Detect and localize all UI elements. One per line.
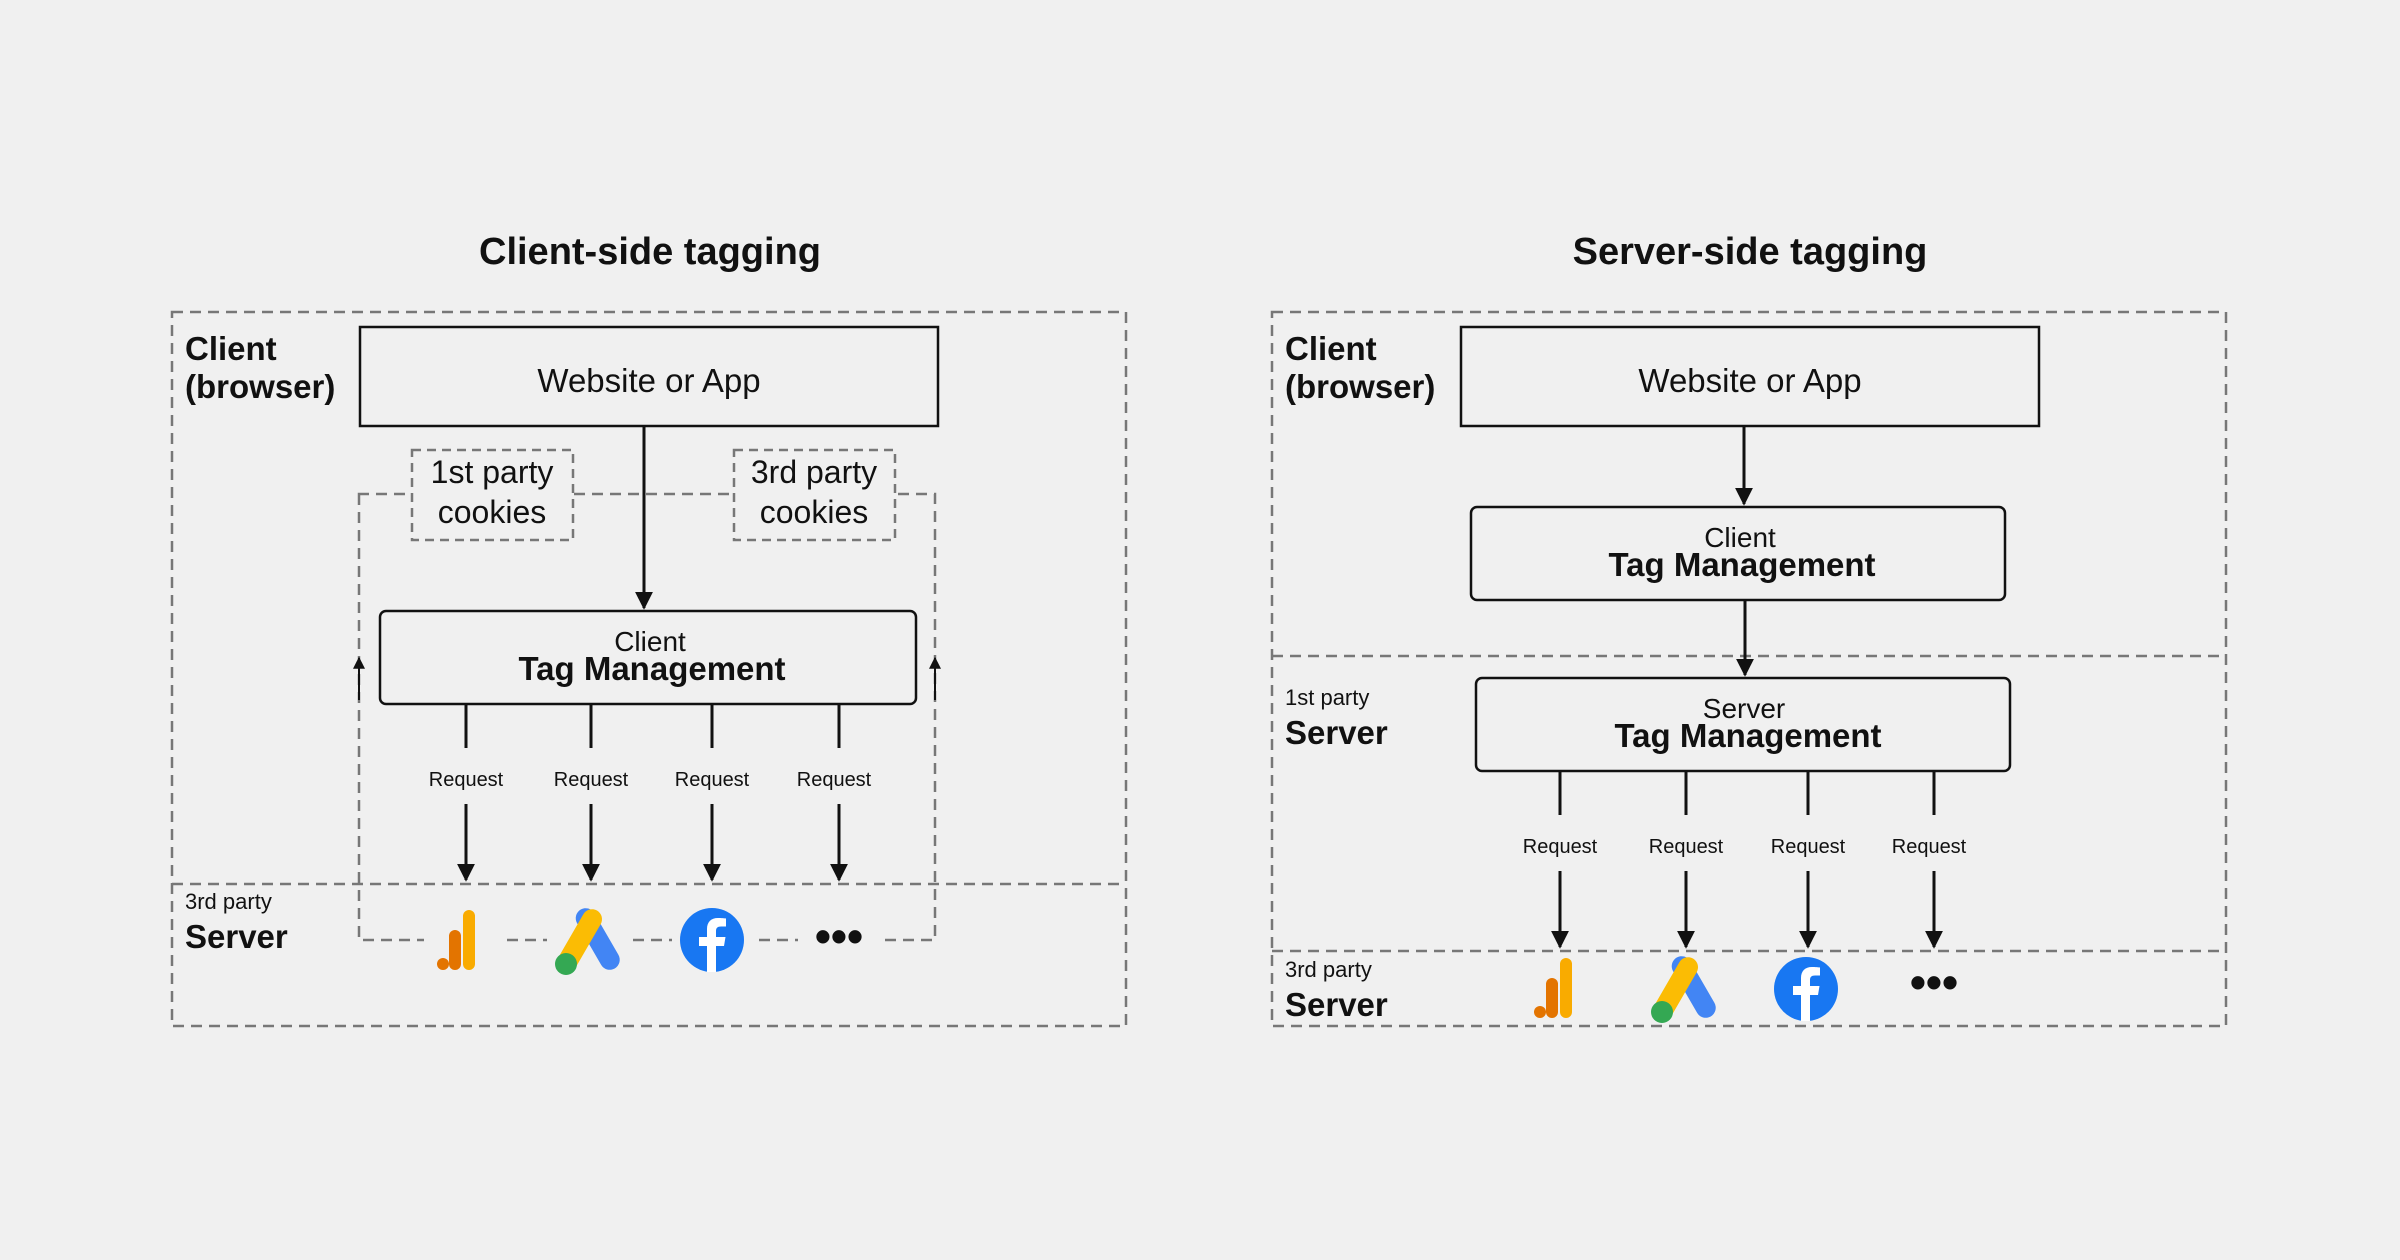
first-party-server-sub-label: 1st party: [1285, 685, 1369, 710]
request-label: Request: [797, 769, 872, 791]
ss-client-region-label-line2: (browser): [1285, 368, 1435, 405]
request-label: Request: [1649, 836, 1724, 858]
third-party-cookies-box: [732, 448, 897, 542]
ss-request-4: Request: [1892, 771, 1967, 949]
facebook-icon: [680, 908, 744, 972]
third-party-server-label: Server: [185, 918, 288, 955]
facebook-icon: [1774, 957, 1838, 1021]
first-party-server-label: Server: [1285, 714, 1388, 751]
request-label: Request: [429, 769, 504, 791]
client-tag-line1: Client: [614, 626, 686, 657]
client-website-label: Website or App: [537, 362, 760, 399]
ss-request-3: Request: [1771, 771, 1846, 949]
third-party-cookies-line1: 3rd party: [751, 454, 877, 490]
client-request-1: Request: [429, 704, 504, 882]
cookie-loop-path: [357, 492, 937, 942]
ss-client-region-label-line1: Client: [1285, 330, 1377, 367]
client-side-title: Client-side tagging: [479, 231, 821, 273]
ss-website-box: [1459, 325, 2041, 428]
client-request-4: Request: [797, 704, 872, 882]
google-ads-icon: [1650, 952, 1720, 1023]
ss-client-tag-management-box: [1469, 505, 2007, 602]
ss-server-tag-management-box: [1474, 676, 2012, 773]
google-analytics-icon: [1534, 958, 1572, 1018]
ss-client-tag-line2: Tag Management: [1608, 546, 1875, 583]
request-label: Request: [1523, 836, 1598, 858]
ss-server-tag-line2: Tag Management: [1614, 717, 1881, 754]
server-side-outer-frame: [1270, 310, 2228, 1028]
client-request-3: Request: [675, 704, 750, 882]
ss-request-1: Request: [1523, 771, 1598, 949]
client-region-label-line2: (browser): [185, 368, 335, 405]
client-tag-line2: Tag Management: [518, 650, 785, 687]
ss-website-label: Website or App: [1638, 362, 1861, 399]
ss-third-party-server-sub-label: 3rd party: [1285, 957, 1372, 982]
first-party-cookies-box: [410, 448, 575, 542]
more-icon: •••: [815, 910, 863, 962]
client-tag-management-box: [378, 609, 918, 706]
server-side-title: Server-side tagging: [1573, 231, 1928, 273]
first-party-cookies-line1: 1st party: [431, 454, 554, 490]
ss-client-tag-line1: Client: [1704, 522, 1776, 553]
client-side-outer-frame: [170, 310, 1128, 1028]
request-label: Request: [554, 769, 629, 791]
request-label: Request: [1771, 836, 1846, 858]
ss-server-tag-line1: Server: [1703, 693, 1785, 724]
server-side-diagram: Server-side tagging Client (browser) 1st…: [1270, 231, 2228, 1028]
request-label: Request: [1892, 836, 1967, 858]
client-website-box: [358, 325, 940, 428]
client-request-2: Request: [554, 704, 629, 882]
client-side-diagram: Client-side tagging Client (browser) 3rd…: [170, 231, 1128, 1028]
third-party-server-sub-label: 3rd party: [185, 889, 272, 914]
request-label: Request: [675, 769, 750, 791]
client-region-label-line1: Client: [185, 330, 277, 367]
more-icon: •••: [1910, 956, 1958, 1008]
ss-third-party-server-label: Server: [1285, 986, 1388, 1023]
ss-request-2: Request: [1649, 771, 1724, 949]
first-party-cookies-line2: cookies: [438, 494, 547, 530]
third-party-cookies-line2: cookies: [760, 494, 869, 530]
